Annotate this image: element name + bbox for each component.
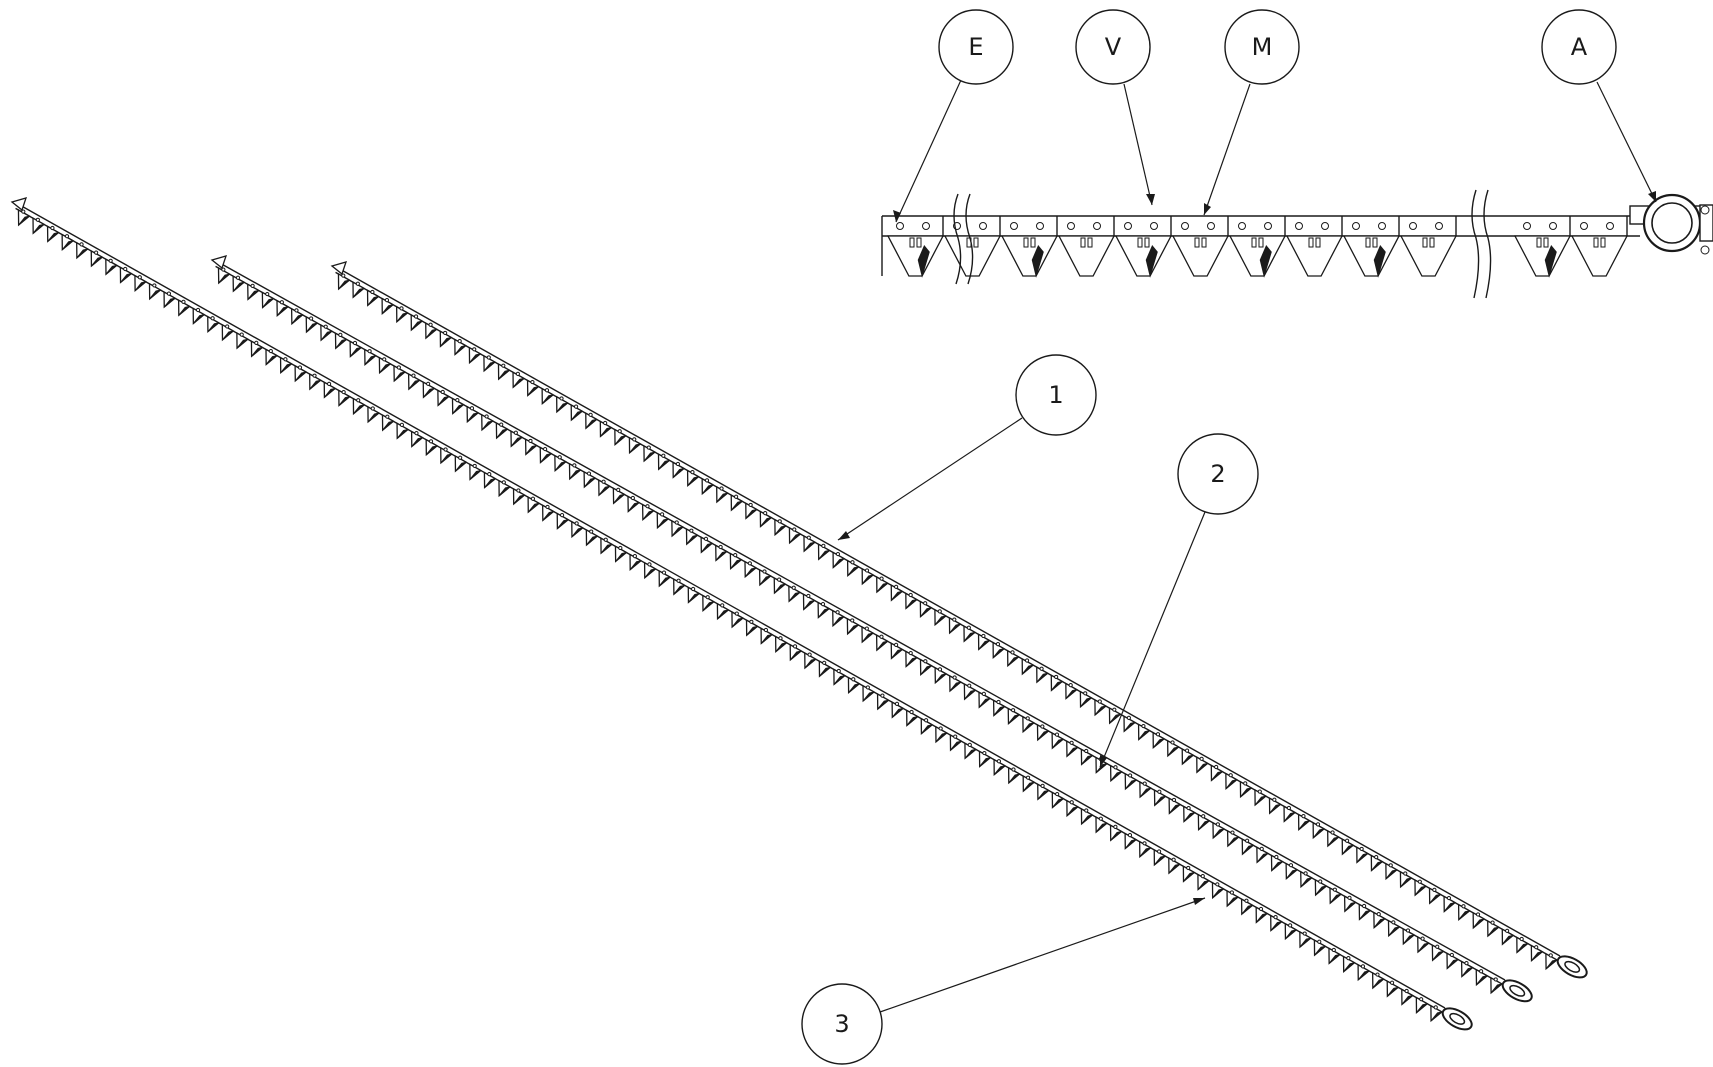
balloon-label-3: 3 (834, 1010, 849, 1038)
detail-knife-section (1399, 235, 1458, 277)
knife-head-fitting (1501, 979, 1533, 1003)
knife-head-fitting (1556, 955, 1588, 979)
detail-break-line-left (953, 193, 974, 285)
knife-bar-2 (210, 255, 1533, 1003)
knife-head-fitting (1441, 1007, 1473, 1031)
balloon-label-2: 2 (1210, 460, 1225, 488)
balloon-3: 3 (801, 897, 1206, 1065)
balloon-v: V (1075, 9, 1155, 206)
detail-view: E V M A (881, 9, 1713, 299)
detail-knife-section (1285, 235, 1344, 277)
balloon-2: 2 (1099, 433, 1259, 768)
detail-knife-section (1228, 235, 1287, 277)
detail-knife-section (1342, 235, 1401, 277)
balloon-e: E (893, 9, 1014, 223)
detail-knife-section (1171, 235, 1230, 277)
detail-knife-bar (881, 215, 1660, 278)
detail-knife-section (1000, 235, 1059, 277)
detail-break-line-right (1471, 189, 1492, 299)
knife-bar-3 (10, 197, 1473, 1031)
detail-knife-section (1513, 235, 1572, 277)
balloon-label-m: M (1252, 33, 1273, 61)
detail-drive-head (1629, 193, 1713, 255)
detail-knife-section (1057, 235, 1116, 277)
balloon-m: M (1203, 9, 1300, 216)
balloon-label-e: E (968, 33, 983, 61)
balloon-label-a: A (1571, 33, 1588, 61)
balloon-label-1: 1 (1048, 381, 1063, 409)
balloon-label-v: V (1105, 33, 1122, 61)
detail-knife-section (1570, 235, 1629, 277)
balloon-1: 1 (837, 354, 1097, 541)
detail-knife-section (886, 235, 945, 277)
detail-knife-section (1114, 235, 1173, 277)
knife-bar-1 (330, 261, 1588, 979)
iso-view: 1 2 3 (10, 197, 1588, 1065)
balloon-a: A (1541, 9, 1657, 203)
